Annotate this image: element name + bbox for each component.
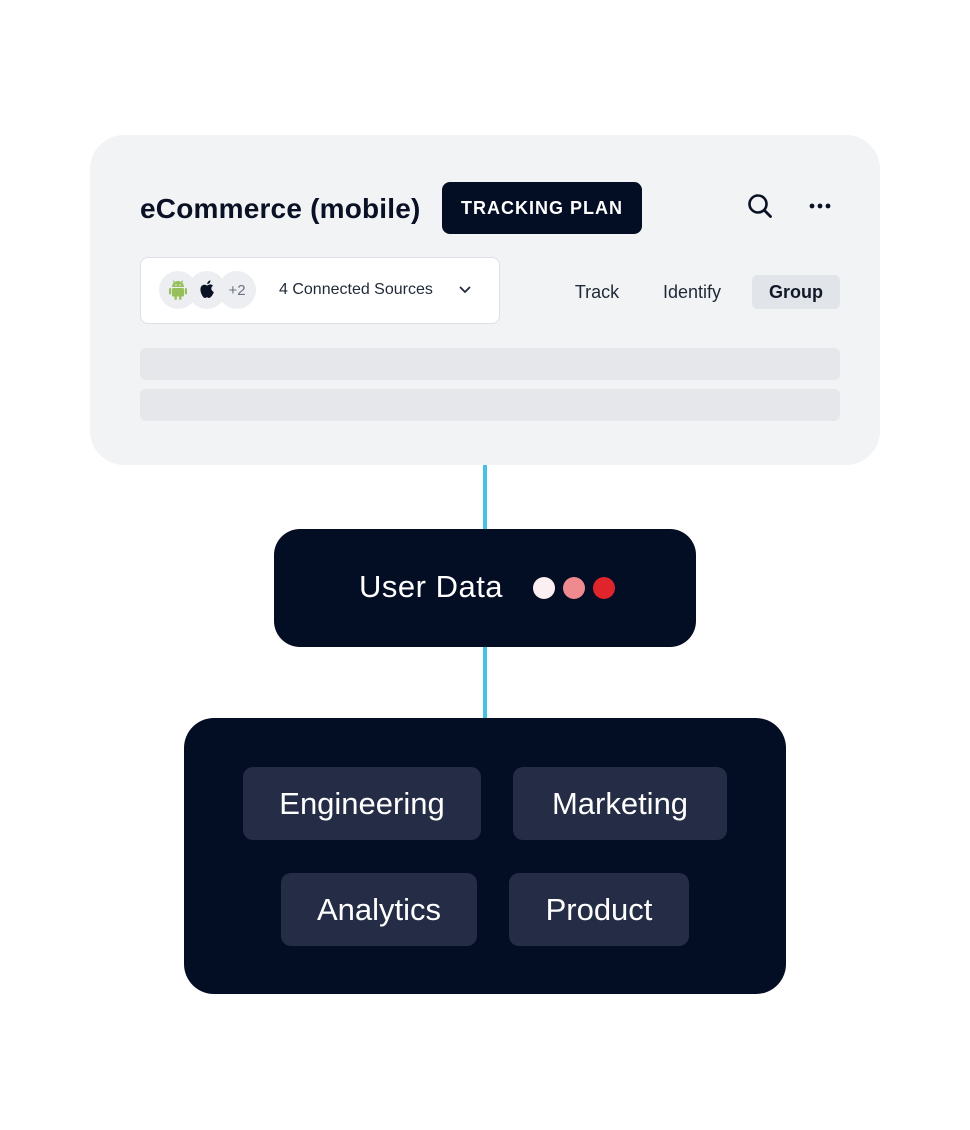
connector-line <box>483 465 487 530</box>
apple-source-avatar <box>188 271 226 309</box>
team-chip-marketing[interactable]: Marketing <box>513 767 727 840</box>
user-data-node: User Data <box>274 529 696 647</box>
connected-sources-label: 4 Connected Sources <box>279 281 433 298</box>
tab-group[interactable]: Group <box>752 275 840 309</box>
connector-line <box>483 647 487 719</box>
user-data-label: User Data <box>359 569 504 604</box>
teams-node: Engineering Marketing Analytics Product <box>184 718 786 994</box>
status-dot <box>563 577 585 599</box>
apple-icon <box>200 280 214 298</box>
status-dot <box>593 577 615 599</box>
android-icon <box>169 280 187 300</box>
placeholder-row <box>140 348 840 380</box>
search-button[interactable] <box>740 186 780 226</box>
placeholder-row <box>140 389 840 421</box>
more-sources-count: +2 <box>228 281 246 299</box>
tracking-plan-card: eCommerce (mobile) TRACKING PLAN <box>90 135 880 465</box>
chevron-down-icon <box>459 286 471 293</box>
tab-track[interactable]: Track <box>574 281 620 302</box>
tracking-plan-badge: TRACKING PLAN <box>442 182 642 234</box>
more-sources-avatar: +2 <box>218 271 256 309</box>
team-chip-engineering[interactable]: Engineering <box>243 767 481 840</box>
team-chip-analytics[interactable]: Analytics <box>281 873 477 946</box>
plan-title: eCommerce (mobile) <box>140 193 421 224</box>
status-dot <box>533 577 555 599</box>
search-icon <box>748 194 772 218</box>
more-options-button[interactable] <box>800 186 840 226</box>
team-chip-product[interactable]: Product <box>509 873 689 946</box>
connected-sources-dropdown[interactable]: +2 4 Connected Sources <box>140 257 500 324</box>
more-horizontal-icon <box>809 203 831 209</box>
tab-identify[interactable]: Identify <box>662 281 722 302</box>
